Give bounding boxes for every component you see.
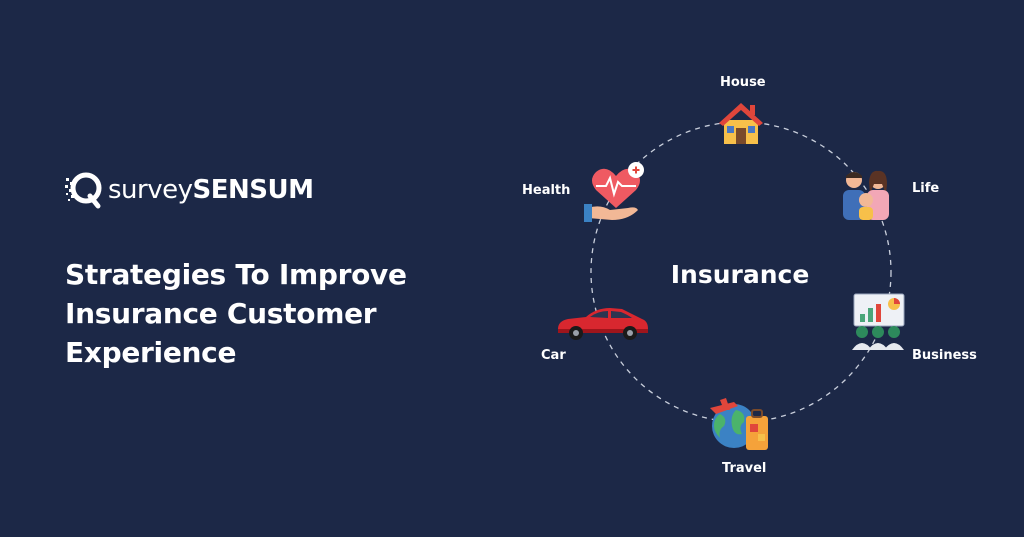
page-title: Strategies To Improve Insurance Customer… <box>65 255 465 372</box>
family-icon <box>843 170 889 220</box>
center-label: Insurance <box>670 260 810 289</box>
title-line-1: Strategies To Improve <box>65 258 407 291</box>
brand-name-bold: SENSUM <box>192 175 314 205</box>
brand-wordmark: surveySENSUM <box>108 175 314 205</box>
brand-logo: surveySENSUM <box>64 170 314 210</box>
node-label-health: Health <box>522 183 571 198</box>
node-label-business: Business <box>912 348 977 363</box>
car-icon <box>558 308 648 340</box>
title-line-2: Insurance Customer <box>65 297 377 330</box>
house-icon <box>719 103 763 144</box>
dashed-ring <box>590 121 892 423</box>
node-label-travel: Travel <box>722 461 767 476</box>
brand-name-light: survey <box>108 175 193 205</box>
node-label-car: Car <box>541 348 566 363</box>
business-chart-icon <box>852 293 905 350</box>
node-label-house: House <box>720 75 766 90</box>
globe-luggage-icon <box>710 398 768 450</box>
node-label-life: Life <box>912 181 940 196</box>
heart-hand-icon <box>584 162 644 222</box>
logo-q-icon <box>65 172 102 209</box>
title-line-3: Experience <box>65 336 237 369</box>
